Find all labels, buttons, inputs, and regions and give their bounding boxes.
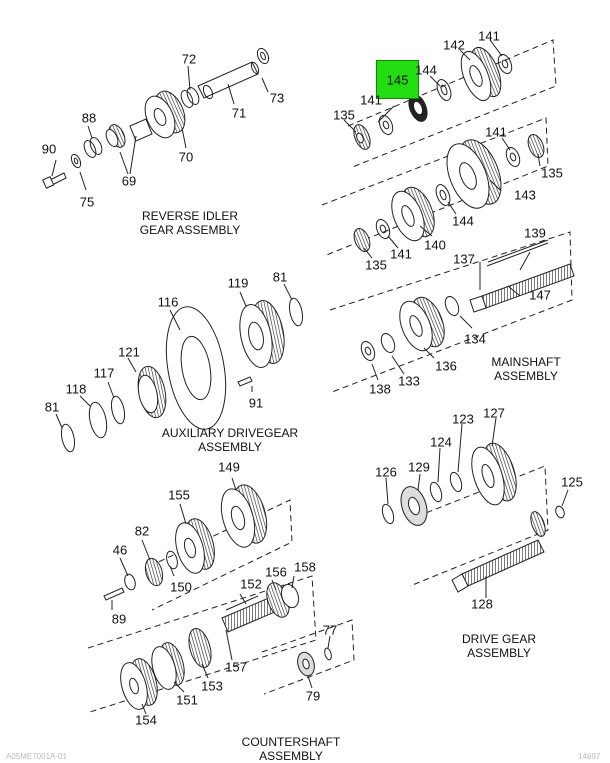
callout-133[interactable]: 133 (398, 373, 420, 389)
callout-141[interactable]: 141 (478, 28, 500, 44)
countershaft-upper-group (149, 499, 293, 611)
callout-143[interactable]: 143 (514, 187, 536, 203)
drawing-id: 14697 (578, 752, 601, 761)
mainshaft-upper-parts (343, 39, 545, 259)
callout-124[interactable]: 124 (430, 434, 452, 450)
callout-117[interactable]: 117 (93, 365, 115, 381)
callout-91[interactable]: 91 (248, 395, 264, 411)
callout-150[interactable]: 150 (170, 579, 192, 595)
callout-155[interactable]: 155 (168, 487, 190, 503)
callout-72[interactable]: 72 (181, 51, 197, 67)
drive-gear-parts (381, 417, 569, 598)
callout-135[interactable]: 135 (365, 257, 387, 273)
auxiliary-drivegear-parts (55, 283, 304, 453)
callout-81[interactable]: 81 (272, 269, 288, 285)
callout-134[interactable]: 134 (464, 331, 486, 347)
highlighted-part-145[interactable]: 145 (376, 60, 419, 99)
mainshaft-upper-group (321, 39, 557, 257)
callout-147[interactable]: 147 (529, 287, 551, 303)
drive-gear-group (407, 465, 549, 587)
callout-81[interactable]: 81 (44, 399, 60, 415)
callout-121[interactable]: 121 (118, 344, 140, 360)
callout-141[interactable]: 141 (360, 92, 382, 108)
callout-141[interactable]: 141 (485, 124, 507, 140)
callout-123[interactable]: 123 (452, 411, 474, 427)
callout-152[interactable]: 152 (240, 576, 262, 592)
countershaft-lower-group (87, 575, 355, 713)
callout-46[interactable]: 46 (112, 542, 128, 558)
callout-129[interactable]: 129 (408, 459, 430, 475)
callout-71[interactable]: 71 (231, 105, 247, 121)
callout-69[interactable]: 69 (121, 173, 137, 189)
callout-126[interactable]: 126 (375, 464, 397, 480)
callout-136[interactable]: 136 (435, 358, 457, 374)
callout-70[interactable]: 70 (178, 149, 194, 165)
callout-144[interactable]: 144 (452, 213, 474, 229)
callout-119[interactable]: 119 (227, 275, 249, 291)
callout-88[interactable]: 88 (81, 110, 97, 126)
callout-142[interactable]: 142 (443, 37, 465, 53)
callout-127[interactable]: 127 (483, 405, 505, 421)
callout-154[interactable]: 154 (135, 712, 157, 728)
callout-137[interactable]: 137 (453, 251, 475, 267)
countershaft-lower-parts (120, 575, 332, 715)
callout-90[interactable]: 90 (41, 141, 57, 157)
callout-135[interactable]: 135 (541, 165, 563, 181)
callout-125[interactable]: 125 (561, 474, 583, 490)
callout-79[interactable]: 79 (305, 688, 321, 704)
callout-73[interactable]: 73 (269, 90, 285, 106)
callout-140[interactable]: 140 (424, 237, 446, 253)
callout-116[interactable]: 116 (157, 294, 179, 310)
callout-118[interactable]: 118 (65, 381, 87, 397)
callout-144[interactable]: 144 (415, 62, 437, 78)
callout-149[interactable]: 149 (218, 459, 240, 475)
callout-82[interactable]: 82 (134, 523, 150, 539)
callout-151[interactable]: 151 (176, 692, 198, 708)
callout-77[interactable]: 77 (322, 622, 338, 638)
callout-138[interactable]: 138 (369, 381, 391, 397)
callout-158[interactable]: 158 (294, 559, 316, 575)
mainshaft-lower-parts (360, 239, 575, 381)
callout-156[interactable]: 156 (265, 564, 287, 580)
callout-139[interactable]: 139 (524, 225, 546, 241)
callout-75[interactable]: 75 (79, 194, 95, 210)
callout-135[interactable]: 135 (333, 107, 355, 123)
reverse-idler-parts (42, 47, 270, 191)
callout-157[interactable]: 157 (225, 659, 247, 675)
callout-141[interactable]: 141 (390, 246, 412, 262)
callout-128[interactable]: 128 (471, 596, 493, 612)
countershaft-upper-parts (103, 477, 268, 610)
callout-89[interactable]: 89 (111, 611, 127, 627)
callout-153[interactable]: 153 (201, 678, 223, 694)
highlighted-part-label: 145 (386, 72, 409, 87)
drawing-number: A05ME7001A-01 (6, 752, 67, 761)
